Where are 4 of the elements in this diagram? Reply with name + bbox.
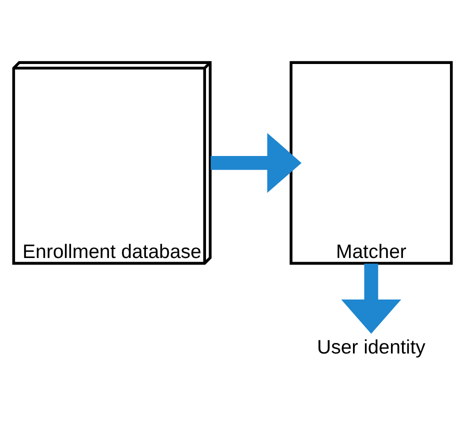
arrow (341, 264, 402, 334)
arrow (210, 132, 302, 193)
node-text: User identity (317, 336, 426, 358)
node-box: Matcher (290, 61, 453, 265)
